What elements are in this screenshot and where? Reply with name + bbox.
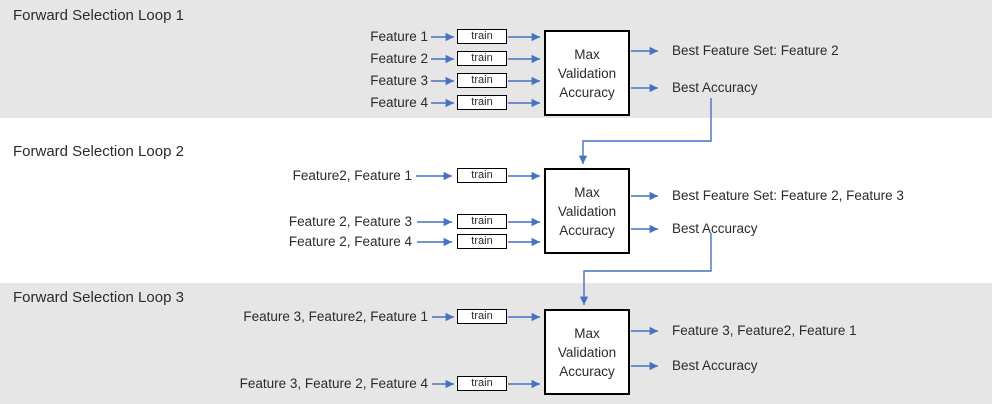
train-box-label: train (471, 377, 493, 389)
loop2-band (0, 118, 992, 283)
train-box-label: train (471, 30, 493, 42)
max-box-line: Accuracy (559, 84, 615, 100)
max-box-line: Max (574, 325, 600, 341)
max-validation-accuracy-box: Max Validation Accuracy (544, 168, 630, 254)
loop2-feature-label: Feature 2, Feature 3 (288, 214, 412, 229)
loop1-feature-label: Feature 2 (370, 51, 428, 66)
train-box-label: train (471, 215, 493, 227)
loop2-feature-label: Feature 2, Feature 4 (288, 234, 412, 249)
loop2-title: Forward Selection Loop 2 (13, 143, 184, 160)
max-box-line: Accuracy (559, 222, 615, 238)
max-validation-accuracy-box: Max Validation Accuracy (544, 309, 630, 395)
loop3-output-best-accuracy: Best Accuracy (672, 358, 758, 373)
train-box: train (457, 376, 507, 391)
max-box-line: Max (574, 46, 600, 62)
train-box-label: train (471, 235, 493, 247)
train-box-label: train (471, 310, 493, 322)
loop1-title: Forward Selection Loop 1 (13, 7, 184, 24)
loop1-feature-label: Feature 3 (370, 73, 428, 88)
loop2-feature-label: Feature2, Feature 1 (292, 168, 412, 183)
loop1-feature-label: Feature 1 (370, 29, 428, 44)
max-box-line: Validation (557, 203, 617, 219)
train-box: train (457, 309, 507, 324)
train-box: train (457, 95, 507, 110)
loop3-output-best-feature-set: Feature 3, Feature2, Feature 1 (672, 323, 857, 338)
train-box: train (457, 73, 507, 88)
train-box-label: train (471, 169, 493, 181)
max-validation-accuracy-box: Max Validation Accuracy (544, 30, 630, 116)
loop1-output-best-feature-set: Best Feature Set: Feature 2 (672, 43, 839, 58)
train-box: train (457, 214, 507, 229)
train-box: train (457, 168, 507, 183)
max-box-line: Validation (557, 344, 617, 360)
max-box-line: Max (574, 184, 600, 200)
train-box-label: train (471, 96, 493, 108)
loop1-output-best-accuracy: Best Accuracy (672, 80, 758, 95)
train-box: train (457, 234, 507, 249)
train-box-label: train (471, 74, 493, 86)
train-box-label: train (471, 52, 493, 64)
train-box: train (457, 29, 507, 44)
loop3-feature-label: Feature 3, Feature 2, Feature 4 (239, 376, 428, 391)
loop1-feature-label: Feature 4 (370, 95, 428, 110)
loop2-output-best-accuracy: Best Accuracy (672, 221, 758, 236)
loop2-output-best-feature-set: Best Feature Set: Feature 2, Feature 3 (672, 188, 904, 203)
loop3-feature-label: Feature 3, Feature2, Feature 1 (243, 309, 428, 324)
train-box: train (457, 51, 507, 66)
max-box-line: Accuracy (559, 363, 615, 379)
max-box-line: Validation (557, 65, 617, 81)
loop3-title: Forward Selection Loop 3 (13, 289, 184, 306)
